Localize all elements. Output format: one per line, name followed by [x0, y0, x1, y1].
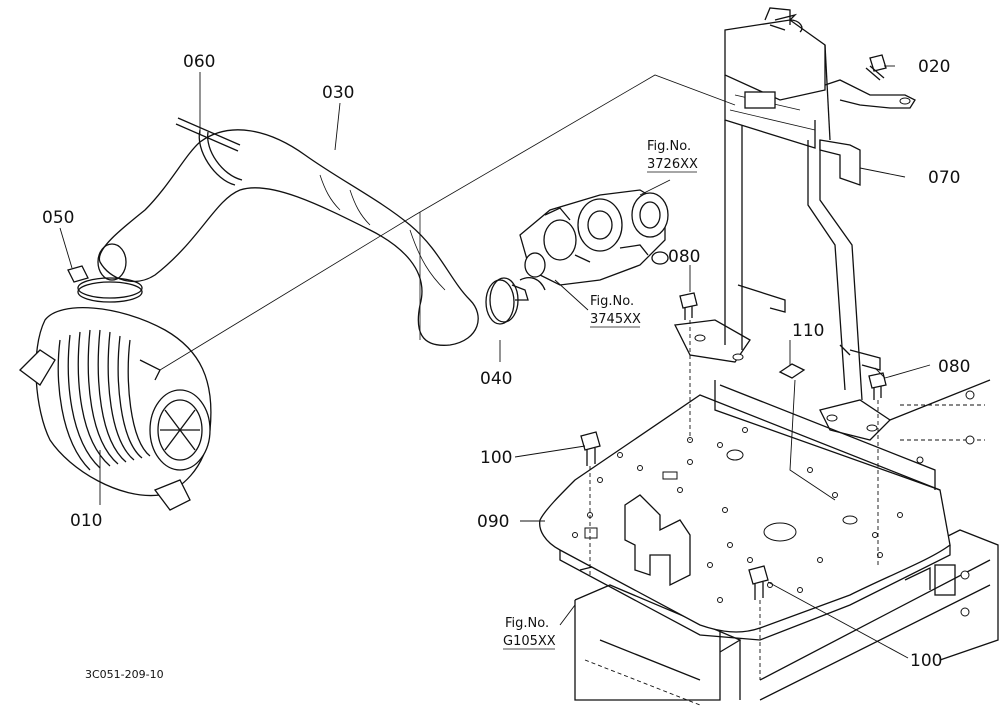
callout-050: 050: [42, 208, 74, 228]
document-code: 3C051-209-10: [85, 668, 164, 681]
support-bracket: [674, 7, 916, 441]
fig-code-manifold: 3745XX: [590, 312, 641, 327]
callout-100-lower: 100: [910, 651, 942, 671]
fig-code-frame: G105XX: [503, 634, 556, 649]
figure-references: Fig.No. 3726XX Fig.No. 3745XX Fig.No. G1…: [503, 139, 698, 650]
hose-clamp-040: [485, 277, 546, 325]
fig-code-turbo: 3726XX: [647, 157, 698, 172]
bolt-100-lower: [748, 565, 769, 600]
bolt-020: [865, 54, 887, 81]
callout-110: 110: [792, 321, 824, 341]
callout-020: 020: [918, 57, 950, 77]
callout-080-left: 080: [668, 247, 700, 267]
reference-lines: [159, 74, 736, 371]
callout-080-right: 080: [938, 357, 970, 377]
cushion-110: [778, 363, 806, 379]
hose-clamp-060: [175, 117, 243, 186]
fig-label-frame: Fig.No.: [505, 616, 549, 631]
callout-030: 030: [322, 83, 354, 103]
bolt-080-right: [868, 372, 887, 400]
callout-060: 060: [183, 52, 215, 72]
fig-label-manifold: Fig.No.: [590, 294, 634, 309]
callout-010: 010: [70, 511, 102, 531]
base-plate-090: [539, 380, 951, 641]
bolt-100-upper: [580, 431, 601, 466]
fig-label-turbo: Fig.No.: [647, 139, 691, 154]
intake-hose-030: [97, 129, 479, 346]
callout-100-upper: 100: [480, 448, 512, 468]
air-cleaner-010: [19, 307, 212, 511]
callouts: 060 030 050 020 070 080 110 080 040 100 …: [42, 52, 970, 671]
leader-lines: [59, 65, 931, 680]
callout-040: 040: [480, 369, 512, 389]
callout-090: 090: [477, 512, 509, 532]
hose-clamp-050: [67, 265, 143, 303]
turbocharger: [519, 189, 669, 286]
bolt-080-left: [679, 292, 698, 320]
callout-070: 070: [928, 168, 960, 188]
